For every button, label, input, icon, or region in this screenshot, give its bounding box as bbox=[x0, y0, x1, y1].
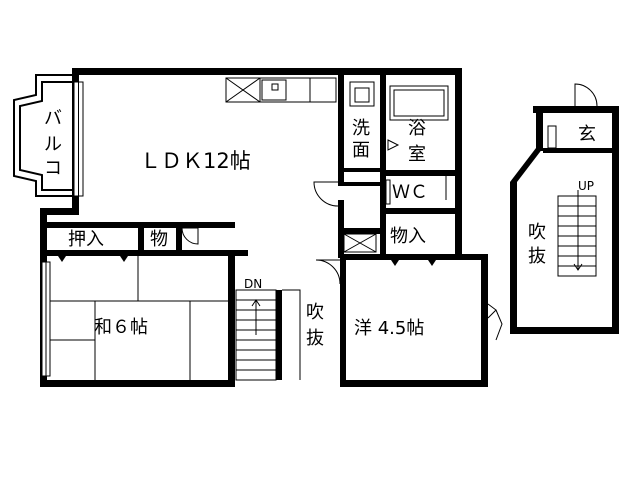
door-washroom bbox=[313, 181, 339, 207]
bath-fixtures bbox=[349, 81, 449, 151]
interior-walls bbox=[40, 75, 455, 380]
doors bbox=[181, 176, 447, 285]
room-label-storage-right: 物入 bbox=[390, 226, 426, 247]
utility-shaft bbox=[343, 233, 377, 253]
room-label-closet: 押入 bbox=[68, 229, 104, 250]
room-label-washroom-2: 面 bbox=[352, 140, 370, 161]
wc-fixtures bbox=[385, 179, 391, 205]
room-label-washitsu: 和６帖 bbox=[94, 317, 148, 338]
room-label-bath-1: 浴 bbox=[408, 118, 426, 139]
balcony-window bbox=[73, 81, 84, 197]
room-label-balcony-3: コ bbox=[44, 158, 62, 179]
room-label-ldk: ＬＤＫ12帖 bbox=[140, 149, 251, 173]
balcony bbox=[13, 74, 72, 197]
youshitsu-window bbox=[487, 303, 503, 341]
entrance-door bbox=[547, 83, 598, 149]
room-label-void-center-1: 吹 bbox=[306, 302, 324, 323]
room-label-balcony-2: ル bbox=[44, 134, 62, 155]
room-label-void-center-2: 抜 bbox=[306, 328, 324, 349]
door-youshitsu bbox=[315, 259, 341, 285]
entrance-stairs bbox=[557, 190, 597, 277]
entrance-walls bbox=[510, 106, 619, 334]
room-label-entrance: 玄 bbox=[578, 124, 596, 145]
room-label-bath-2: 室 bbox=[408, 144, 426, 165]
room-label-void-right-1: 吹 bbox=[528, 222, 546, 243]
kitchen-counter bbox=[225, 77, 337, 103]
stairs-label-up: UP bbox=[578, 179, 594, 193]
room-label-wc: ＷＣ bbox=[392, 182, 428, 203]
room-label-balcony-1: バ bbox=[44, 108, 62, 129]
room-label-youshitsu: 洋 4.5帖 bbox=[354, 318, 424, 339]
center-stairs bbox=[235, 289, 301, 381]
room-label-washroom-1: 洗 bbox=[352, 118, 370, 139]
stairs-label-down: DN bbox=[244, 277, 262, 291]
tatami-lines bbox=[47, 256, 228, 380]
closet-shelf-marks bbox=[58, 256, 436, 266]
washitsu-window bbox=[41, 261, 51, 377]
room-label-void-right-2: 抜 bbox=[528, 246, 546, 267]
room-label-storage-left: 物 bbox=[150, 229, 168, 250]
door-storage bbox=[181, 227, 199, 245]
